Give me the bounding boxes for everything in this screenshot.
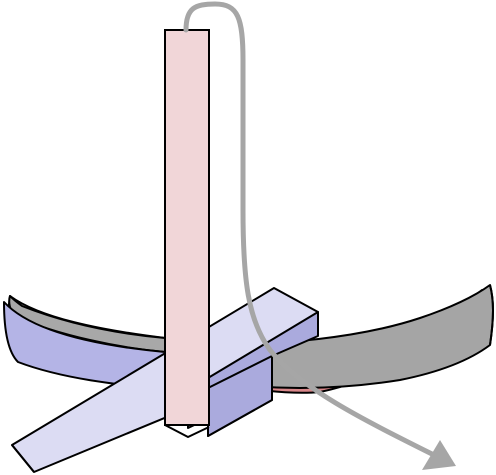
pink-bar-front (164, 29, 210, 426)
pink-bar-bottom (164, 424, 210, 438)
gray-arrow-head (422, 440, 456, 470)
lavender-bar-front-edge (11, 444, 35, 473)
gray-arrow-path (183, 1, 435, 457)
gray-band-right-edge (489, 284, 494, 346)
